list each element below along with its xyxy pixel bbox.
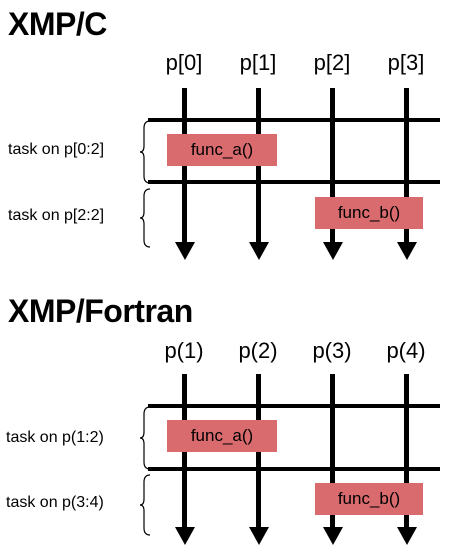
arrow-head-3 bbox=[396, 242, 417, 260]
task-brace bbox=[139, 474, 151, 536]
processor-timeline-4 bbox=[404, 374, 409, 528]
processor-timeline-2 bbox=[330, 88, 335, 243]
arrow-head-4 bbox=[396, 527, 417, 545]
processor-label-4: p(4) bbox=[386, 338, 426, 363]
func-a-box: func_a() bbox=[167, 420, 277, 452]
processor-label-3: p[3] bbox=[387, 50, 425, 75]
arrow-head-2 bbox=[322, 242, 343, 260]
sync-line-middle bbox=[148, 180, 440, 184]
arrow-head-0 bbox=[174, 242, 195, 260]
task-label: task on p[0:2] bbox=[8, 141, 105, 158]
processor-label-2: p[2] bbox=[313, 50, 351, 75]
task-brace bbox=[139, 406, 151, 470]
arrow-head-3 bbox=[322, 527, 343, 545]
func-b-box: func_b() bbox=[315, 197, 423, 229]
sync-line-top bbox=[148, 404, 440, 408]
arrow-head-2 bbox=[248, 527, 269, 545]
func-a-box: func_a() bbox=[167, 134, 277, 166]
task-brace bbox=[139, 120, 151, 184]
task-label: task on p(3:4) bbox=[6, 494, 104, 511]
sync-line-middle bbox=[148, 467, 440, 471]
arrow-head-1 bbox=[248, 242, 269, 260]
task-label: task on p(1:2) bbox=[6, 429, 104, 446]
processor-timeline-3 bbox=[330, 374, 335, 528]
sync-line-top bbox=[148, 118, 440, 122]
func-b-box: func_b() bbox=[315, 483, 423, 515]
section-title-xmp-fortran: XMP/Fortran bbox=[8, 293, 193, 329]
processor-label-0: p[0] bbox=[165, 50, 203, 75]
task-brace bbox=[139, 188, 151, 248]
processor-label-1: p(1) bbox=[164, 338, 204, 363]
processor-label-3: p(3) bbox=[312, 338, 352, 363]
task-label: task on p[2:2] bbox=[8, 207, 105, 224]
arrow-head-1 bbox=[174, 527, 195, 545]
processor-label-2: p(2) bbox=[238, 338, 278, 363]
processor-timeline-3 bbox=[404, 88, 409, 243]
section-title-xmp-c: XMP/C bbox=[8, 6, 107, 42]
processor-label-1: p[1] bbox=[239, 50, 277, 75]
